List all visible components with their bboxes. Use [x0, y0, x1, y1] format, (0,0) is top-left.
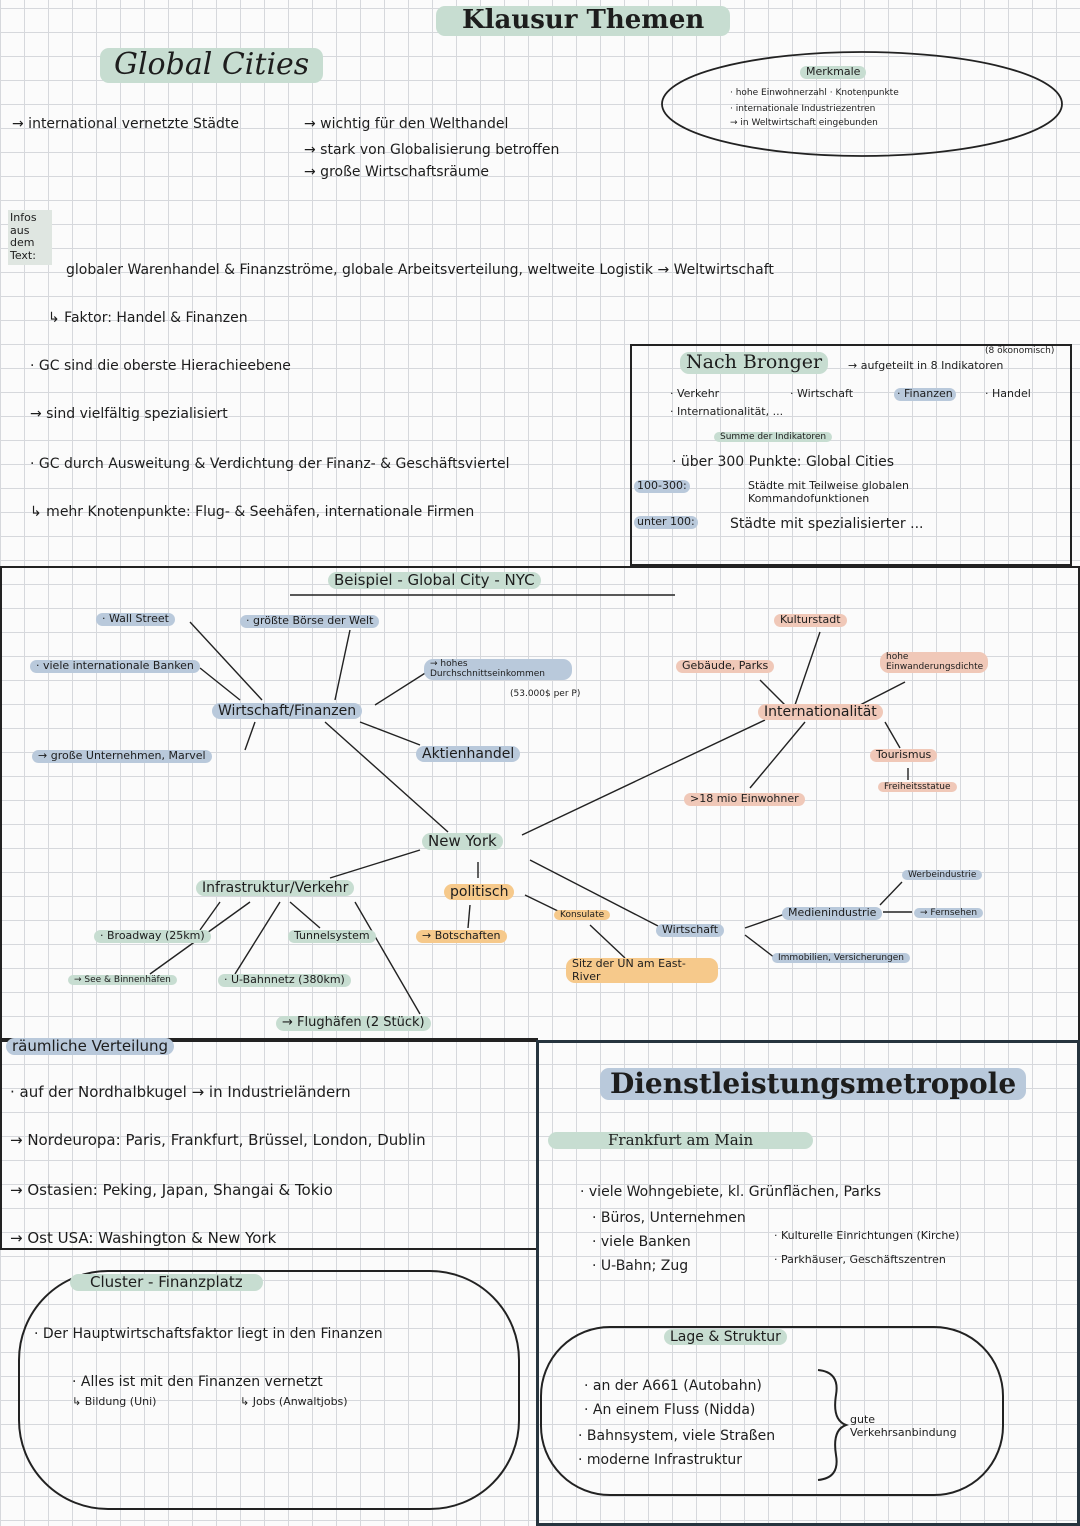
- cluster-bildung: ↳ Bildung (Uni): [72, 1395, 157, 1408]
- bronger-box: [630, 344, 1072, 566]
- merkmale-title: Merkmale: [800, 65, 867, 79]
- boerse-node: · größte Börse der Welt: [240, 614, 380, 628]
- gc-line2: → stark von Globalisierung betroffen: [304, 142, 560, 158]
- center-node: New York: [422, 832, 503, 851]
- verteilung-line: → Nordeuropa: Paris, Frankfurt, Brüssel,…: [10, 1131, 426, 1149]
- wirtschaft-finanzen-node: Wirtschaft/Finanzen: [212, 703, 363, 720]
- lage-result: gute Verkehrsanbindung: [850, 1413, 957, 1439]
- indikator-finanzen: · Finanzen: [894, 387, 956, 401]
- gc-top-text: · GC sind die oberste Hierachieebene: [30, 358, 291, 374]
- infos-text: globaler Warenhandel & Finanzströme, glo…: [66, 262, 774, 278]
- summe-label: Summe der Indikatoren: [714, 432, 833, 443]
- indikator-handel: · Handel: [985, 387, 1031, 400]
- merkmale-item: → in Weltwirtschaft eingebunden: [730, 118, 878, 128]
- merkmale-item: · hohe Einwohnerzahl · Knotenpunkte: [730, 88, 899, 98]
- merkmale-item: · internationale Industriezentren: [730, 104, 876, 114]
- indikator-verkehr: · Verkehr: [670, 387, 720, 400]
- cluster-title: Cluster - Finanzplatz: [70, 1273, 263, 1292]
- aktienhandel-node: Aktienhandel: [416, 746, 521, 763]
- durchschnitt-node: → hohes Durchschnittseinkommen: [424, 659, 572, 680]
- lage-oval: [540, 1326, 1004, 1496]
- dienst-item: · U-Bahn; Zug: [592, 1258, 689, 1274]
- bronger-title: Nach Bronger: [680, 351, 829, 374]
- politisch-node: politisch: [444, 884, 515, 901]
- wall-street-node: · Wall Street: [96, 612, 175, 626]
- infos-label: Infos aus dem Text:: [8, 210, 52, 265]
- lage-item: · moderne Infrastruktur: [578, 1452, 742, 1468]
- page-title: Klausur Themen: [436, 5, 731, 36]
- dienstleistung-title: Dienstleistungsmetropole: [600, 1067, 1027, 1101]
- gc-line1-a: → international vernetzte Städte: [12, 116, 239, 132]
- broadway-node: · Broadway (25km): [94, 929, 211, 943]
- dienst-item: · viele Wohngebiete, kl. Grünflächen, Pa…: [580, 1184, 882, 1200]
- freiheitsstatue-node: Freiheitsstatue: [878, 782, 957, 793]
- gc-line1-b: → wichtig für den Welthandel: [304, 116, 509, 132]
- cluster-line: · Alles ist mit den Finanzen vernetzt: [72, 1374, 323, 1390]
- low-text: Städte mit spezialisierter ...: [730, 516, 924, 532]
- low-label: unter 100:: [634, 515, 698, 529]
- konsulate-node: Konsulate: [554, 910, 611, 921]
- flughaefen-node: → Flughäfen (2 Stück): [276, 1015, 431, 1031]
- lage-title: Lage & Struktur: [664, 1329, 787, 1346]
- banken-node: · viele internationale Banken: [30, 659, 200, 673]
- mindmap-title: Beispiel - Global City - NYC: [328, 571, 541, 590]
- spezialisiert-text: → sind vielfältig spezialisiert: [30, 406, 228, 422]
- kulturstadt-node: Kulturstadt: [774, 613, 847, 627]
- lage-item: · an der A661 (Autobahn): [584, 1378, 762, 1394]
- cluster-line: · Der Hauptwirtschaftsfaktor liegt in de…: [34, 1326, 383, 1342]
- infrastruktur-node: Infrastruktur/Verkehr: [196, 880, 355, 897]
- indikator-internationalitaet: · Internationalität, ...: [670, 405, 784, 418]
- verteilung-line: · auf der Nordhalbkugel → in Industrielä…: [10, 1083, 351, 1101]
- dienstleistung-subtitle: Frankfurt am Main: [548, 1131, 814, 1150]
- dienst-item: · Parkhäuser, Geschäftszentren: [774, 1253, 946, 1266]
- bronger-oekonomisch: (8 ökonomisch): [985, 346, 1055, 356]
- wirtschaft-node: Wirtschaft: [656, 923, 725, 937]
- global-cities-title: Global Cities: [100, 47, 324, 83]
- un-sitz-node: Sitz der UN am East-River: [566, 957, 718, 984]
- einwohner-node: >18 mio Einwohner: [684, 792, 805, 806]
- lage-item: · An einem Fluss (Nidda): [584, 1402, 756, 1418]
- gebaeude-node: Gebäude, Parks: [676, 659, 775, 673]
- seehaefen-node: → See & Binnenhäfen: [68, 975, 177, 986]
- werbeindustrie-node: Werbeindustrie: [902, 870, 983, 881]
- cluster-jobs: ↳ Jobs (Anwaltjobs): [240, 1395, 348, 1408]
- knotenpunkte-text: ↳ mehr Knotenpunkte: Flug- & Seehäfen, i…: [30, 504, 475, 520]
- dienst-item: · Büros, Unternehmen: [592, 1210, 746, 1226]
- mid-text: Städte mit Teilweise globalen Kommandofu…: [748, 479, 910, 505]
- lage-item: · Bahnsystem, viele Straßen: [578, 1428, 776, 1444]
- ueber-300-text: · über 300 Punkte: Global Cities: [672, 454, 895, 470]
- verteilung-line: → Ost USA: Washington & New York: [10, 1229, 277, 1247]
- faktor-text: ↳ Faktor: Handel & Finanzen: [48, 310, 248, 326]
- gc-line3: → große Wirtschaftsräume: [304, 164, 490, 180]
- durchschnitt-value: (53.000$ per P): [510, 689, 581, 699]
- cluster-oval: [18, 1270, 520, 1510]
- dienst-item: · viele Banken: [592, 1234, 691, 1250]
- botschaften-node: → Botschaften: [416, 929, 507, 943]
- medienindustrie-node: Medienindustrie: [782, 906, 883, 920]
- dienstleistung-box: [536, 1040, 1080, 1526]
- dienst-item: · Kulturelle Einrichtungen (Kirche): [774, 1229, 960, 1242]
- unternehmen-node: → große Unternehmen, Marvel: [32, 749, 212, 763]
- mid-label: 100-300:: [634, 479, 690, 493]
- fernsehen-node: → Fernsehen: [914, 908, 984, 919]
- mindmap-box: [0, 566, 1080, 1042]
- ubahn-node: · U-Bahnnetz (380km): [218, 973, 351, 987]
- indikator-wirtschaft: · Wirtschaft: [790, 387, 854, 400]
- verteilung-title: räumliche Verteilung: [6, 1037, 175, 1056]
- tourismus-node: Tourismus: [870, 748, 938, 762]
- bronger-aufgeteilt: → aufgeteilt in 8 Indikatoren: [848, 359, 1004, 372]
- gc-ausweitung-text: · GC durch Ausweitung & Verdichtung der …: [30, 456, 510, 472]
- verteilung-line: → Ostasien: Peking, Japan, Shangai & Tok…: [10, 1181, 333, 1199]
- tunnelsystem-node: Tunnelsystem: [288, 929, 376, 943]
- internationalitaet-node: Internationalität: [758, 704, 883, 721]
- einwanderung-node: hohe Einwanderungsdichte: [880, 652, 988, 673]
- immobilien-node: Immobilien, Versicherungen: [772, 953, 911, 964]
